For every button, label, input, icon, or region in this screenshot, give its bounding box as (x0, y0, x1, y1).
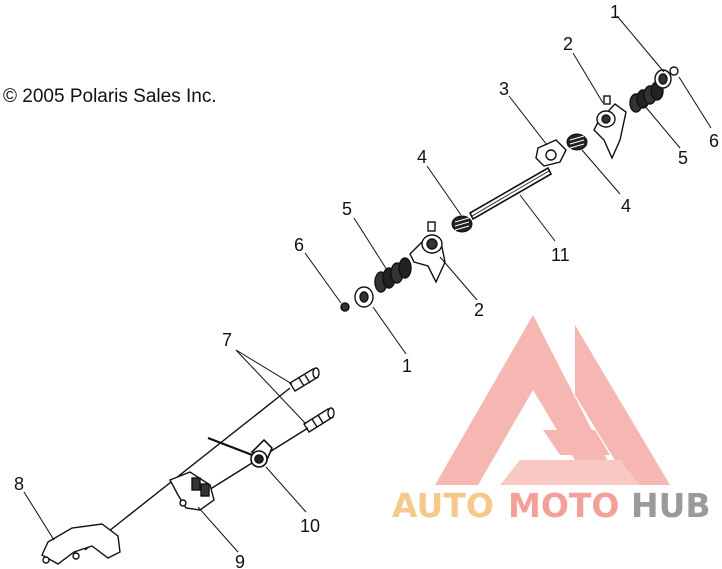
watermark-part-auto: AUTO (392, 486, 494, 525)
washer-upper (654, 66, 679, 89)
callout-5-top: 5 (678, 148, 688, 168)
watermark-part-hub: HUB (631, 486, 711, 525)
callout-2-middle: 2 (474, 300, 484, 320)
callout-8: 8 (14, 474, 24, 494)
callout-10: 10 (300, 516, 320, 536)
detent-spring-lower (374, 257, 412, 293)
callout-1-top: 1 (610, 2, 620, 22)
callout-labels: 1 2 3 6 5 4 4 5 11 6 2 1 7 8 9 10 (14, 2, 719, 569)
callout-6-middle: 6 (294, 235, 304, 255)
callout-7: 7 (222, 330, 232, 350)
pin-upper (289, 367, 320, 392)
torsion-spring (207, 436, 273, 468)
shift-fork-block (535, 139, 567, 167)
pin-lower (303, 407, 335, 433)
callout-6-top: 6 (709, 131, 719, 151)
copyright-text: © 2005 Polaris Sales Inc. (3, 86, 217, 107)
spring-upper (566, 133, 588, 151)
shift-rod (84, 387, 291, 551)
spring-middle (451, 215, 473, 233)
detent-spring-upper (629, 81, 664, 113)
shift-bracket (169, 471, 215, 511)
callout-9: 9 (235, 552, 245, 569)
shift-shaft (468, 166, 553, 221)
callout-11: 11 (551, 245, 570, 265)
shift-lever (41, 523, 121, 565)
callout-2-top: 2 (563, 34, 573, 54)
callout-1-middle: 1 (402, 356, 412, 376)
watermark-part-moto: MOTO (508, 486, 619, 525)
callout-4-right: 4 (621, 196, 631, 216)
callout-5-middle: 5 (342, 199, 352, 219)
shift-fork-upper (593, 95, 627, 160)
watermark-logo-mark (435, 315, 670, 485)
callout-4-middle: 4 (417, 147, 427, 167)
watermark-brand-text: AUTO MOTO HUB (392, 486, 711, 525)
shift-fork-lower (409, 221, 446, 284)
callout-3: 3 (499, 79, 509, 99)
washer-lower (340, 286, 374, 312)
leader-lines (23, 15, 712, 553)
